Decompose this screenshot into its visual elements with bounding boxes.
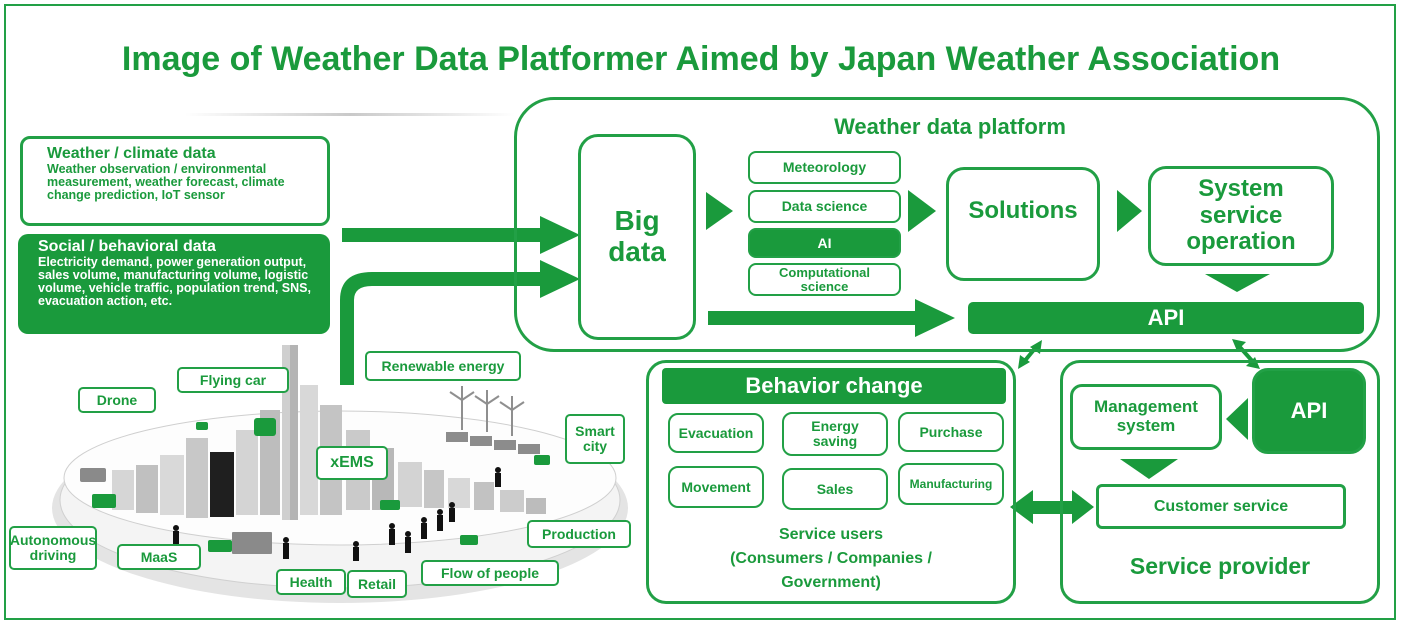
chevron-solutions-to-system (1117, 190, 1142, 232)
arrow-city-to-bigdata (340, 260, 580, 385)
weather-climate-title: Weather / climate data (47, 145, 216, 162)
action-energy-saving: Energy saving (782, 412, 888, 456)
arrow-weather-to-bigdata (342, 216, 580, 254)
chevron-bigdata-to-disciplines (706, 192, 733, 230)
label-smart-city: Smart city (565, 414, 625, 464)
management-system-box: Management system (1070, 384, 1222, 450)
behavior-change-title: Behavior change (662, 368, 1006, 404)
action-sales: Sales (782, 468, 888, 510)
service-users-line3: Government) (781, 574, 881, 591)
title-underline (185, 113, 515, 116)
label-renewable-energy: Renewable energy (365, 351, 521, 381)
arrow-management-to-customer (1120, 459, 1178, 479)
weather-data-platform (514, 97, 1380, 352)
system-service-operation-box: System service operation (1148, 166, 1334, 266)
action-movement: Movement (668, 466, 764, 508)
label-flow-of-people: Flow of people (421, 560, 559, 586)
label-production: Production (527, 520, 631, 548)
social-behavioral-data-box: Social / behavioral data Electricity dem… (18, 234, 330, 334)
service-provider-panel (1060, 360, 1380, 604)
weather-climate-data-box: Weather / climate data Weather observati… (20, 136, 330, 226)
action-evacuation: Evacuation (668, 413, 764, 453)
action-purchase: Purchase (898, 412, 1004, 452)
label-flying-car: Flying car (177, 367, 289, 393)
behavior-change-panel (646, 360, 1016, 604)
social-behavioral-title: Social / behavioral data (38, 238, 216, 255)
label-health: Health (276, 569, 346, 595)
label-autonomous-driving: Autonomous driving (9, 526, 97, 570)
discipline-computational-science: Computational science (748, 263, 901, 296)
chevron-api-to-management (1226, 398, 1248, 440)
label-maas: MaaS (117, 544, 201, 570)
label-drone: Drone (78, 387, 156, 413)
label-retail: Retail (347, 570, 407, 598)
chevron-disciplines-to-solutions (908, 190, 936, 232)
arrow-system-to-api (1205, 274, 1270, 292)
customer-service-box: Customer service (1096, 484, 1346, 529)
arrow-bigdata-to-api (708, 299, 955, 337)
service-users-line2: (Consumers / Companies / (730, 550, 932, 567)
discipline-ai: AI (748, 228, 901, 258)
provider-api-box: API (1252, 368, 1366, 454)
big-data-box: Big data (578, 134, 696, 340)
double-arrow-behavior-provider (1010, 490, 1094, 524)
page-title: Image of Weather Data Platformer Aimed b… (121, 40, 1281, 78)
discipline-meteorology: Meteorology (748, 151, 901, 184)
social-behavioral-body: Electricity demand, power generation out… (38, 255, 311, 309)
label-xems: xEMS (316, 446, 388, 480)
platform-title: Weather data platform (834, 114, 1066, 139)
service-provider-title: Service provider (1129, 553, 1311, 579)
service-users-line1: Service users (778, 526, 884, 543)
discipline-data-science: Data science (748, 190, 901, 223)
diagram-frame (4, 4, 1396, 620)
action-manufacturing: Manufacturing (898, 463, 1004, 505)
solutions-box: Solutions (946, 167, 1100, 281)
weather-climate-body: Weather observation / environmental meas… (47, 162, 285, 203)
platform-api-bar: API (968, 302, 1364, 334)
